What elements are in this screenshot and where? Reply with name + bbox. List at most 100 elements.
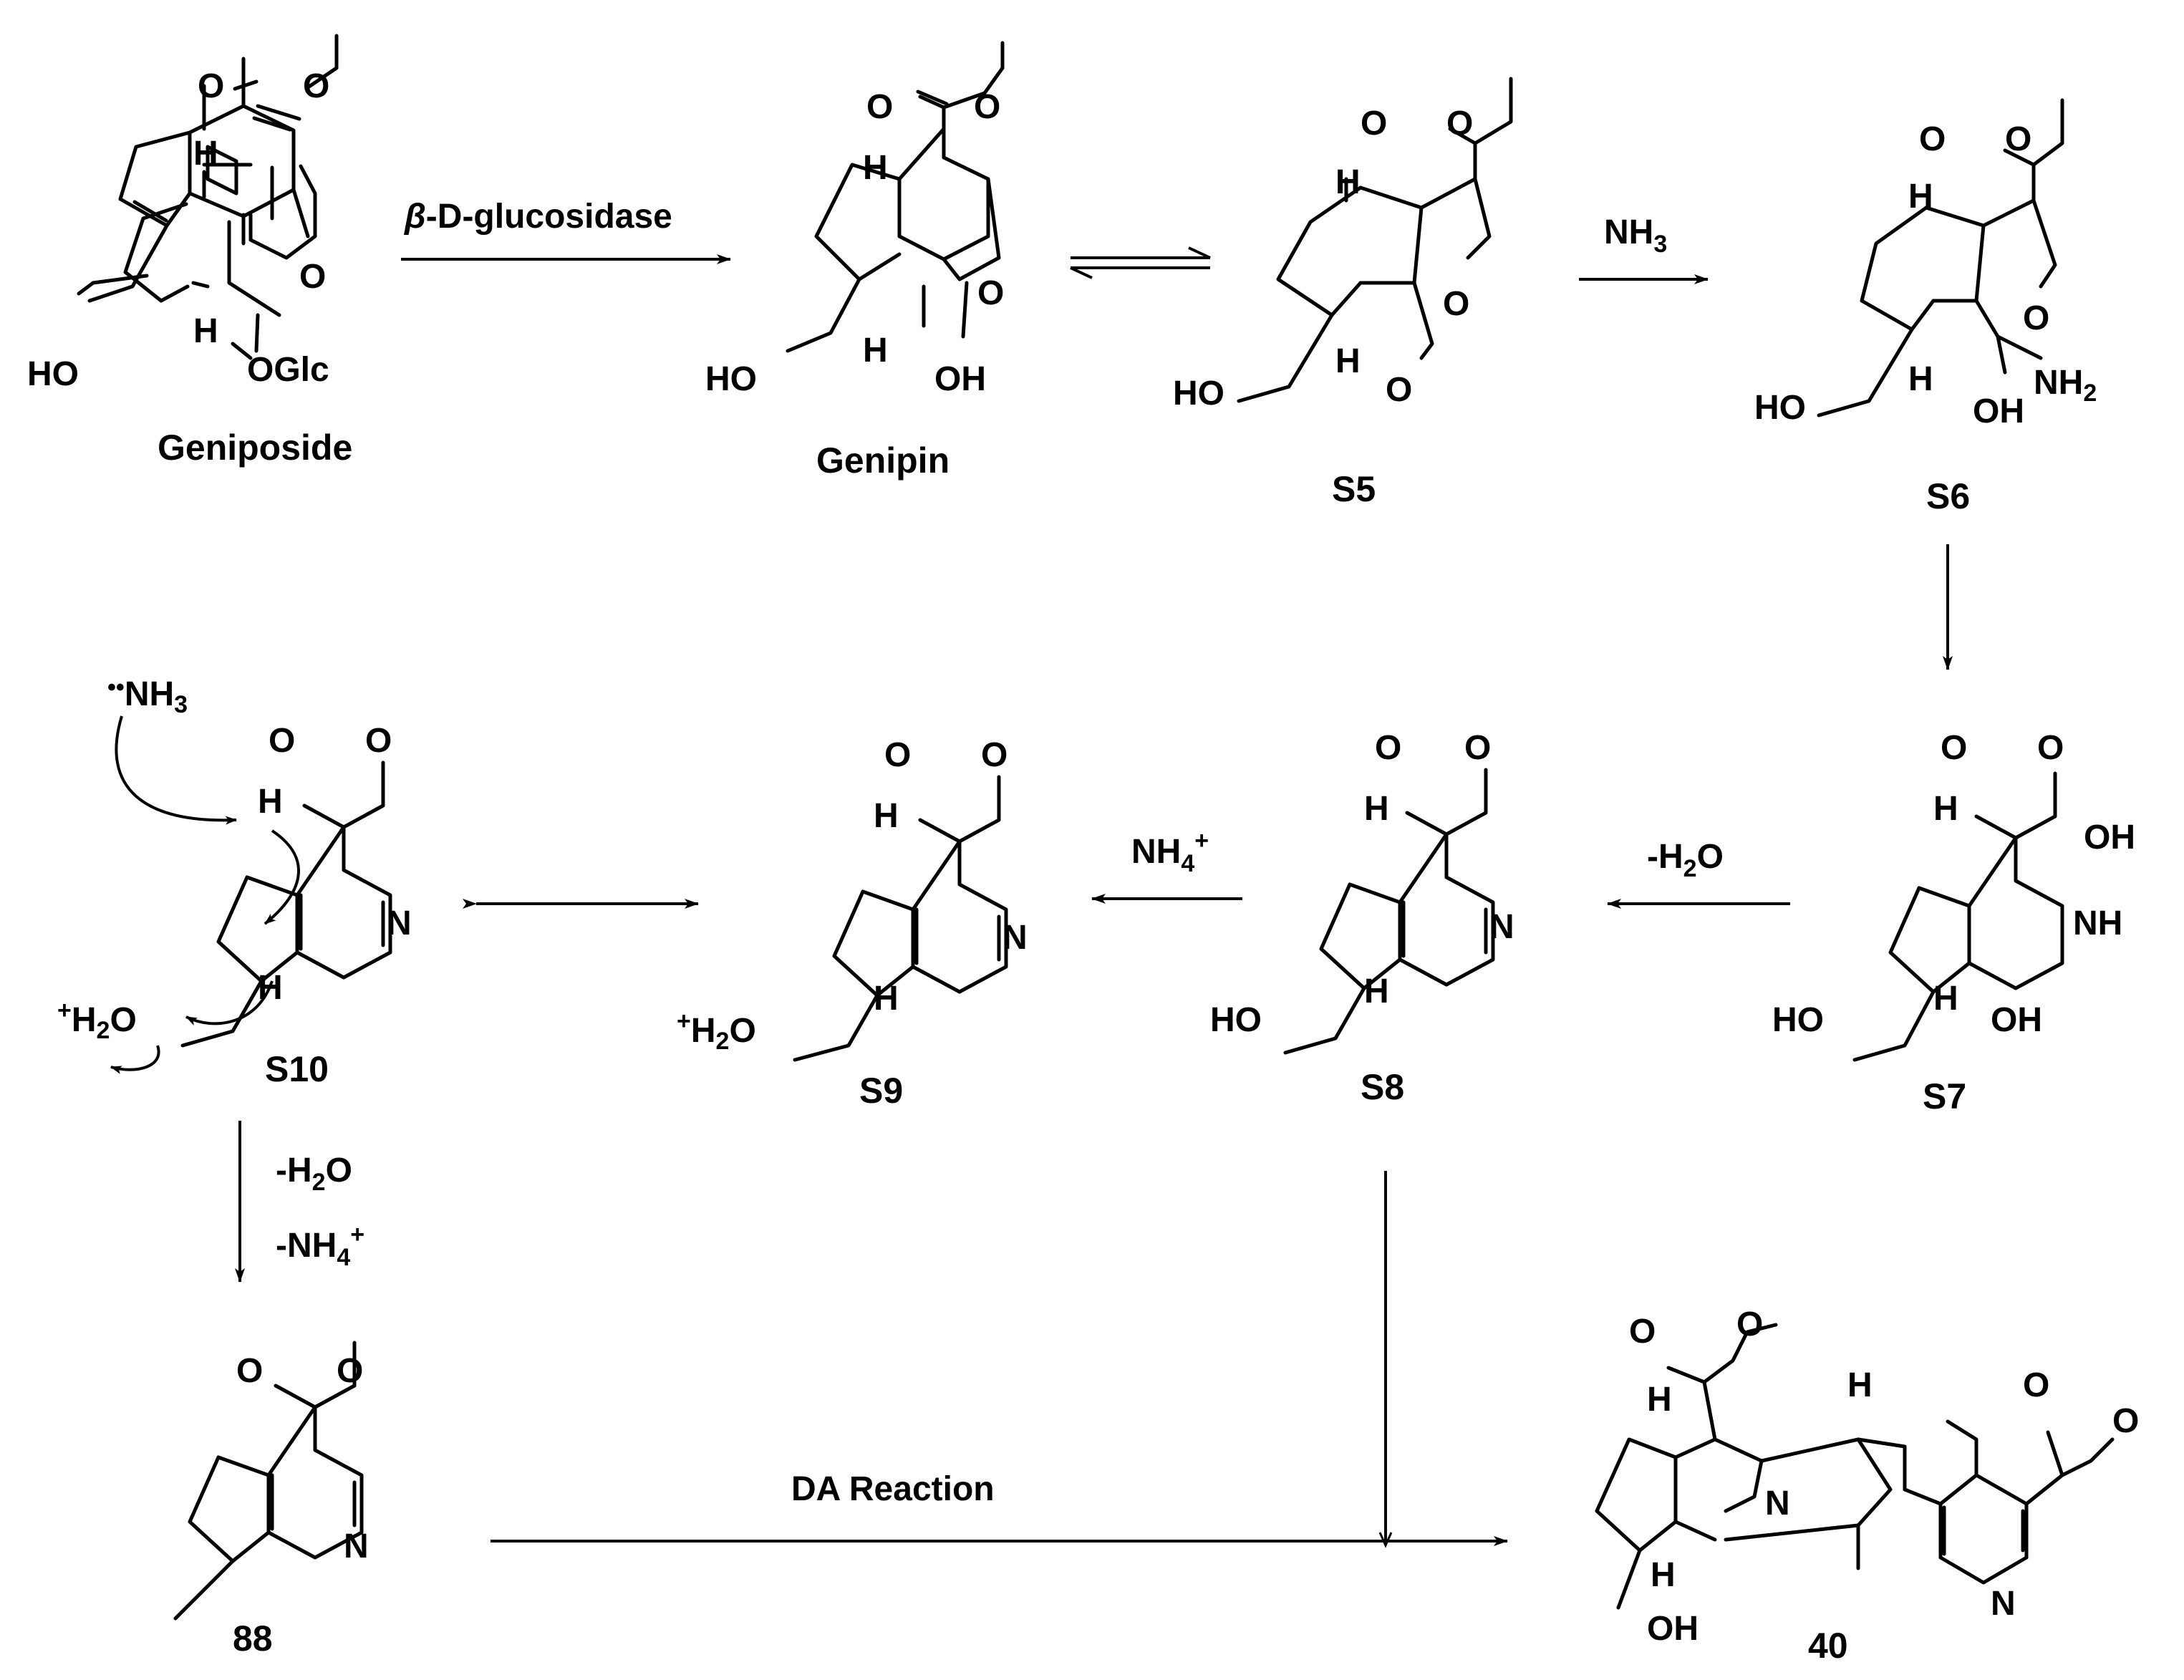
- s8-o-carbonyl: O: [1375, 729, 1401, 767]
- genipin-hydroxyl: OH: [934, 360, 986, 398]
- equilibrium-arrow: [1070, 246, 1211, 279]
- genipin-h-bottom: H: [863, 332, 888, 370]
- s6-structure: O O H H O HO OH NH2 S6: [1754, 98, 2097, 516]
- c40-h-mid-top: H: [1847, 1366, 1873, 1404]
- s7-hydroxyl-bottom: OH: [1991, 1001, 2042, 1039]
- s5-h-top: H: [1335, 163, 1361, 201]
- s7-h-bottom: H: [1933, 980, 1958, 1018]
- s5-label: S5: [1332, 469, 1376, 509]
- c40-o-carbonyl-right: O: [2023, 1366, 2049, 1404]
- s9-n: N: [1002, 919, 1028, 957]
- s7-o-carbonyl: O: [1941, 729, 1967, 767]
- arrow-s7-to-s8: -H2O: [1607, 838, 1790, 909]
- c40-hydroxyl: OH: [1647, 1610, 1699, 1648]
- s9-protonated-water: +H2O: [677, 1008, 756, 1055]
- s10-label: S10: [265, 1049, 329, 1089]
- s5-structure: O O H H O O HO S5: [1173, 77, 1513, 509]
- s6-o-aldehyde: O: [2023, 299, 2049, 337]
- geniposide-bonds-detail: [77, 145, 317, 360]
- arrow-s5-to-s6: NH3: [1579, 213, 1709, 284]
- s6-o-ester: O: [2005, 120, 2031, 158]
- da-reaction-label: DA Reaction: [791, 1470, 995, 1508]
- geniposide-structure: O O H H O HO OGlc Geniposide: [27, 34, 352, 468]
- s9-o-carbonyl: O: [884, 736, 911, 774]
- ring-double-bonds: [270, 893, 2025, 1556]
- s6-hydroxyl: OH: [1973, 392, 2024, 430]
- compound-88-structure: O O N 88: [173, 1341, 369, 1659]
- s5-o-ester: O: [1446, 105, 1473, 143]
- c40-o-ester-right: O: [2112, 1402, 2139, 1440]
- s9-h-top: H: [874, 797, 899, 835]
- s10-protonated-water: +H2O: [57, 997, 137, 1044]
- s7-h-top: H: [1933, 790, 1958, 828]
- c40-n-bridge: N: [1765, 1485, 1790, 1522]
- compound-40-structure: O O O O H H H N N OH 40: [1595, 1305, 2139, 1666]
- arrow-s8-to-s9: NH4+: [1091, 827, 1242, 904]
- s7-nh: NH: [2073, 904, 2122, 942]
- s7-hydroxymethyl: HO: [1772, 1001, 1824, 1039]
- c88-o-ester: O: [337, 1352, 363, 1390]
- s8-hydroxymethyl: HO: [1210, 1001, 1262, 1039]
- geniposide-h-top: H: [193, 135, 218, 173]
- c40-h-left-bottom: H: [1651, 1556, 1676, 1594]
- arrow-da-reaction: DA Reaction: [491, 1470, 1508, 1546]
- c88-label: 88: [233, 1618, 273, 1659]
- s6-hydroxymethyl: HO: [1754, 389, 1806, 427]
- genipin-o-carbonyl: O: [866, 88, 893, 126]
- minus-water-left: -H2O: [276, 1152, 352, 1196]
- s6-h-bottom: H: [1908, 360, 1933, 398]
- s5-o-aldehyde-2: O: [1386, 371, 1412, 409]
- geniposide-label: Geniposide: [158, 428, 352, 468]
- s9-label: S9: [859, 1071, 903, 1111]
- s8-o-ester: O: [1464, 729, 1491, 767]
- genipin-structure: O O H H O HO OH Genipin: [705, 41, 1005, 481]
- geniposide-hydroxymethyl: HO: [27, 355, 79, 393]
- s9-structure: O O H H N +H2O S9: [677, 736, 1028, 1111]
- arrow-s10-to-88: -H2O -NH4+: [235, 1121, 364, 1283]
- s8-h-top: H: [1364, 790, 1389, 828]
- s8-label: S8: [1361, 1067, 1404, 1107]
- s10-o-carbonyl: O: [269, 722, 295, 760]
- s5-o-aldehyde-1: O: [1443, 285, 1469, 323]
- c88-o-carbonyl: O: [236, 1352, 263, 1390]
- geniposide-o-ester: O: [303, 67, 329, 105]
- s9-o-ester: O: [981, 736, 1008, 774]
- c40-n-pyridine: N: [1991, 1585, 2016, 1623]
- s10-h-top: H: [258, 783, 283, 821]
- arrow-geniposide-to-genipin: β-D-glucosidase: [401, 198, 731, 264]
- s5-h-bottom: H: [1335, 342, 1361, 380]
- s8-n: N: [1489, 908, 1514, 946]
- genipin-o-ester: O: [974, 88, 1000, 126]
- s5-o-carbonyl: O: [1361, 105, 1387, 143]
- ammonium-reagent: NH4+: [1131, 827, 1209, 877]
- genipin-o-ring: O: [977, 274, 1004, 312]
- genipin-hydroxymethyl: HO: [705, 360, 757, 398]
- s8-structure: O O H H N HO S8: [1210, 729, 1514, 1107]
- s6-h-top: H: [1908, 178, 1933, 216]
- s7-label: S7: [1923, 1076, 1966, 1116]
- genipin-h-top: H: [863, 149, 888, 187]
- s10-n: N: [387, 904, 412, 942]
- c40-label: 40: [1808, 1626, 1848, 1666]
- genipin-label: Genipin: [816, 440, 950, 481]
- s7-hydroxyl-top: OH: [2084, 819, 2135, 856]
- s6-amine: NH2: [2034, 364, 2097, 407]
- minus-water-top: -H2O: [1647, 838, 1724, 882]
- s5-hydroxymethyl: HO: [1173, 375, 1224, 412]
- geniposide-h-bottom: H: [193, 312, 218, 350]
- s10-o-ester: O: [365, 722, 392, 760]
- s10-structure: O O H H N +H2O ••NH3 S10: [57, 674, 412, 1089]
- s9-h-bottom: H: [874, 980, 899, 1018]
- s7-structure: O O H H OH NH OH HO S7: [1772, 729, 2135, 1116]
- c40-h-left-top: H: [1647, 1381, 1672, 1419]
- c40-o-carbonyl-left: O: [1736, 1305, 1763, 1343]
- geniposide-oglc: OGlc: [247, 351, 329, 389]
- ammonia-reagent: NH3: [1604, 213, 1667, 258]
- s7-o-ester: O: [2037, 729, 2064, 767]
- c40-o-ester-left: O: [1629, 1313, 1656, 1351]
- s6-label: S6: [1926, 476, 1970, 516]
- geniposide-o-carbonyl: O: [198, 67, 224, 105]
- s8-h-bottom: H: [1364, 972, 1389, 1010]
